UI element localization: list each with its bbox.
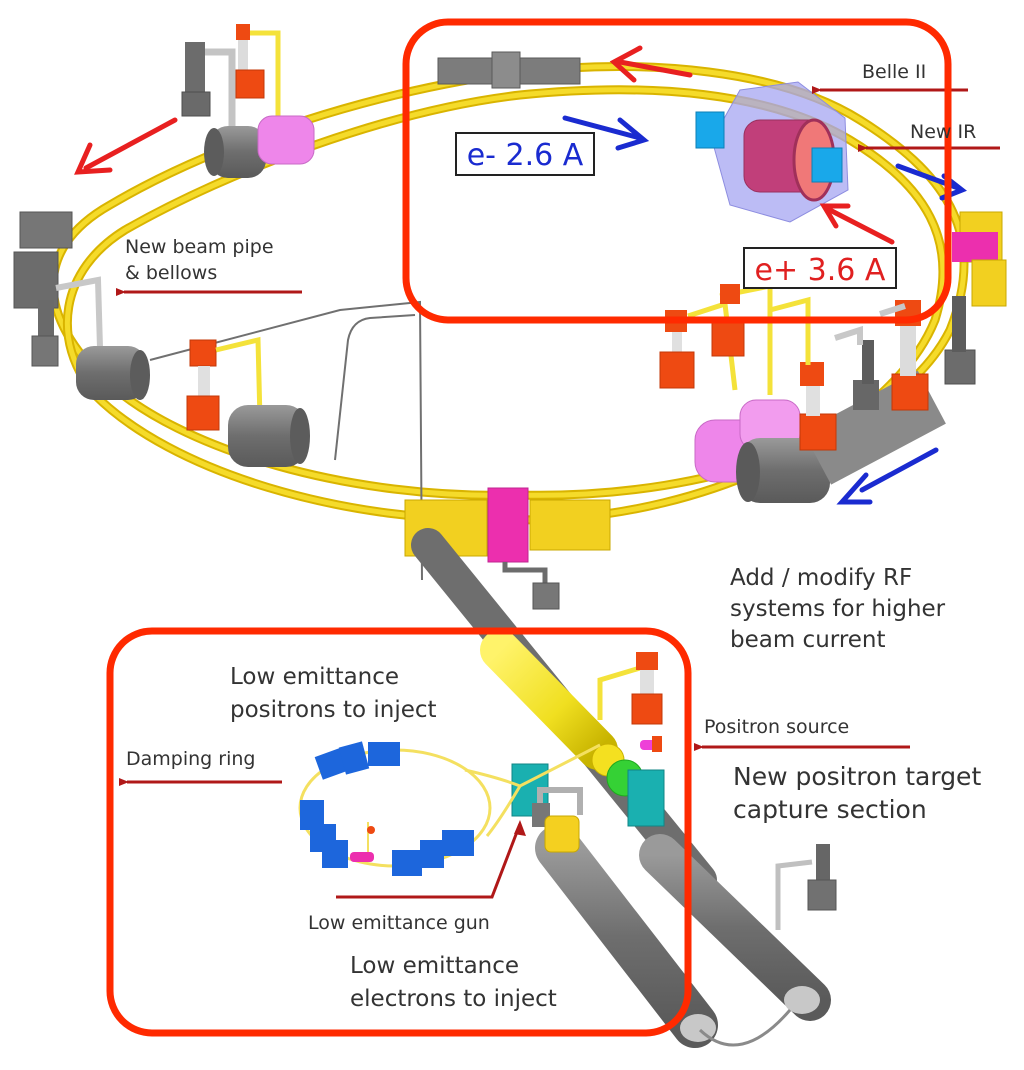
target-label-line1: New positron target — [733, 762, 981, 791]
arc-magnets-bottom — [404, 487, 611, 610]
positron-beam-arrow-top — [609, 45, 693, 83]
positron-current-label: e+ 3.6 A — [755, 253, 886, 288]
electron-current-label: e- 2.6 A — [467, 138, 584, 173]
beam-pipe-label-line2: & bellows — [125, 262, 217, 284]
rf-label-line3: beam current — [730, 627, 886, 653]
gun-pointer — [336, 823, 522, 899]
positron-current-box: e+ 3.6 A — [743, 247, 897, 289]
positrons-label-line2: positrons to inject — [230, 697, 437, 723]
positron-source-label: Positron source — [704, 716, 849, 738]
electron-current-box: e- 2.6 A — [455, 132, 595, 176]
damping-ring-label: Damping ring — [126, 748, 255, 770]
electrons-label-line1: Low emittance — [350, 953, 519, 979]
rf-section-right — [659, 211, 1007, 503]
electron-beam-arrow-top — [562, 115, 650, 151]
beam-pipe-label-line1: New beam pipe — [125, 236, 274, 258]
beam-direction-arrows — [74, 45, 967, 505]
positron-beam-arrow-ir — [819, 203, 895, 245]
target-label-line2: capture section — [733, 795, 927, 824]
highlight-box-injector — [106, 627, 692, 1037]
new-ir-label: New IR — [910, 121, 976, 143]
damping-ring — [298, 741, 601, 876]
belle2-label: Belle II — [862, 61, 926, 83]
arc-magnets-top — [437, 51, 581, 89]
rf-cavity-top-left — [181, 24, 315, 178]
positron-beam-arrow-left — [74, 117, 178, 175]
highlight-box-interaction-region — [402, 18, 952, 324]
cables — [149, 300, 423, 581]
gun-label: Low emittance gun — [308, 912, 490, 934]
rf-label-line2: systems for higher — [730, 596, 946, 622]
belle2-detector — [695, 81, 849, 223]
electron-beam-arrow-bottom — [836, 447, 939, 505]
corrector-stand-lower-left — [186, 336, 310, 467]
rf-label-line1: Add / modify RF — [730, 565, 912, 591]
arc-magnets-left — [13, 211, 150, 400]
positrons-label-line1: Low emittance — [230, 664, 399, 690]
electrons-label-line2: electrons to inject — [350, 986, 557, 1012]
callout-arrows — [116, 86, 1000, 899]
